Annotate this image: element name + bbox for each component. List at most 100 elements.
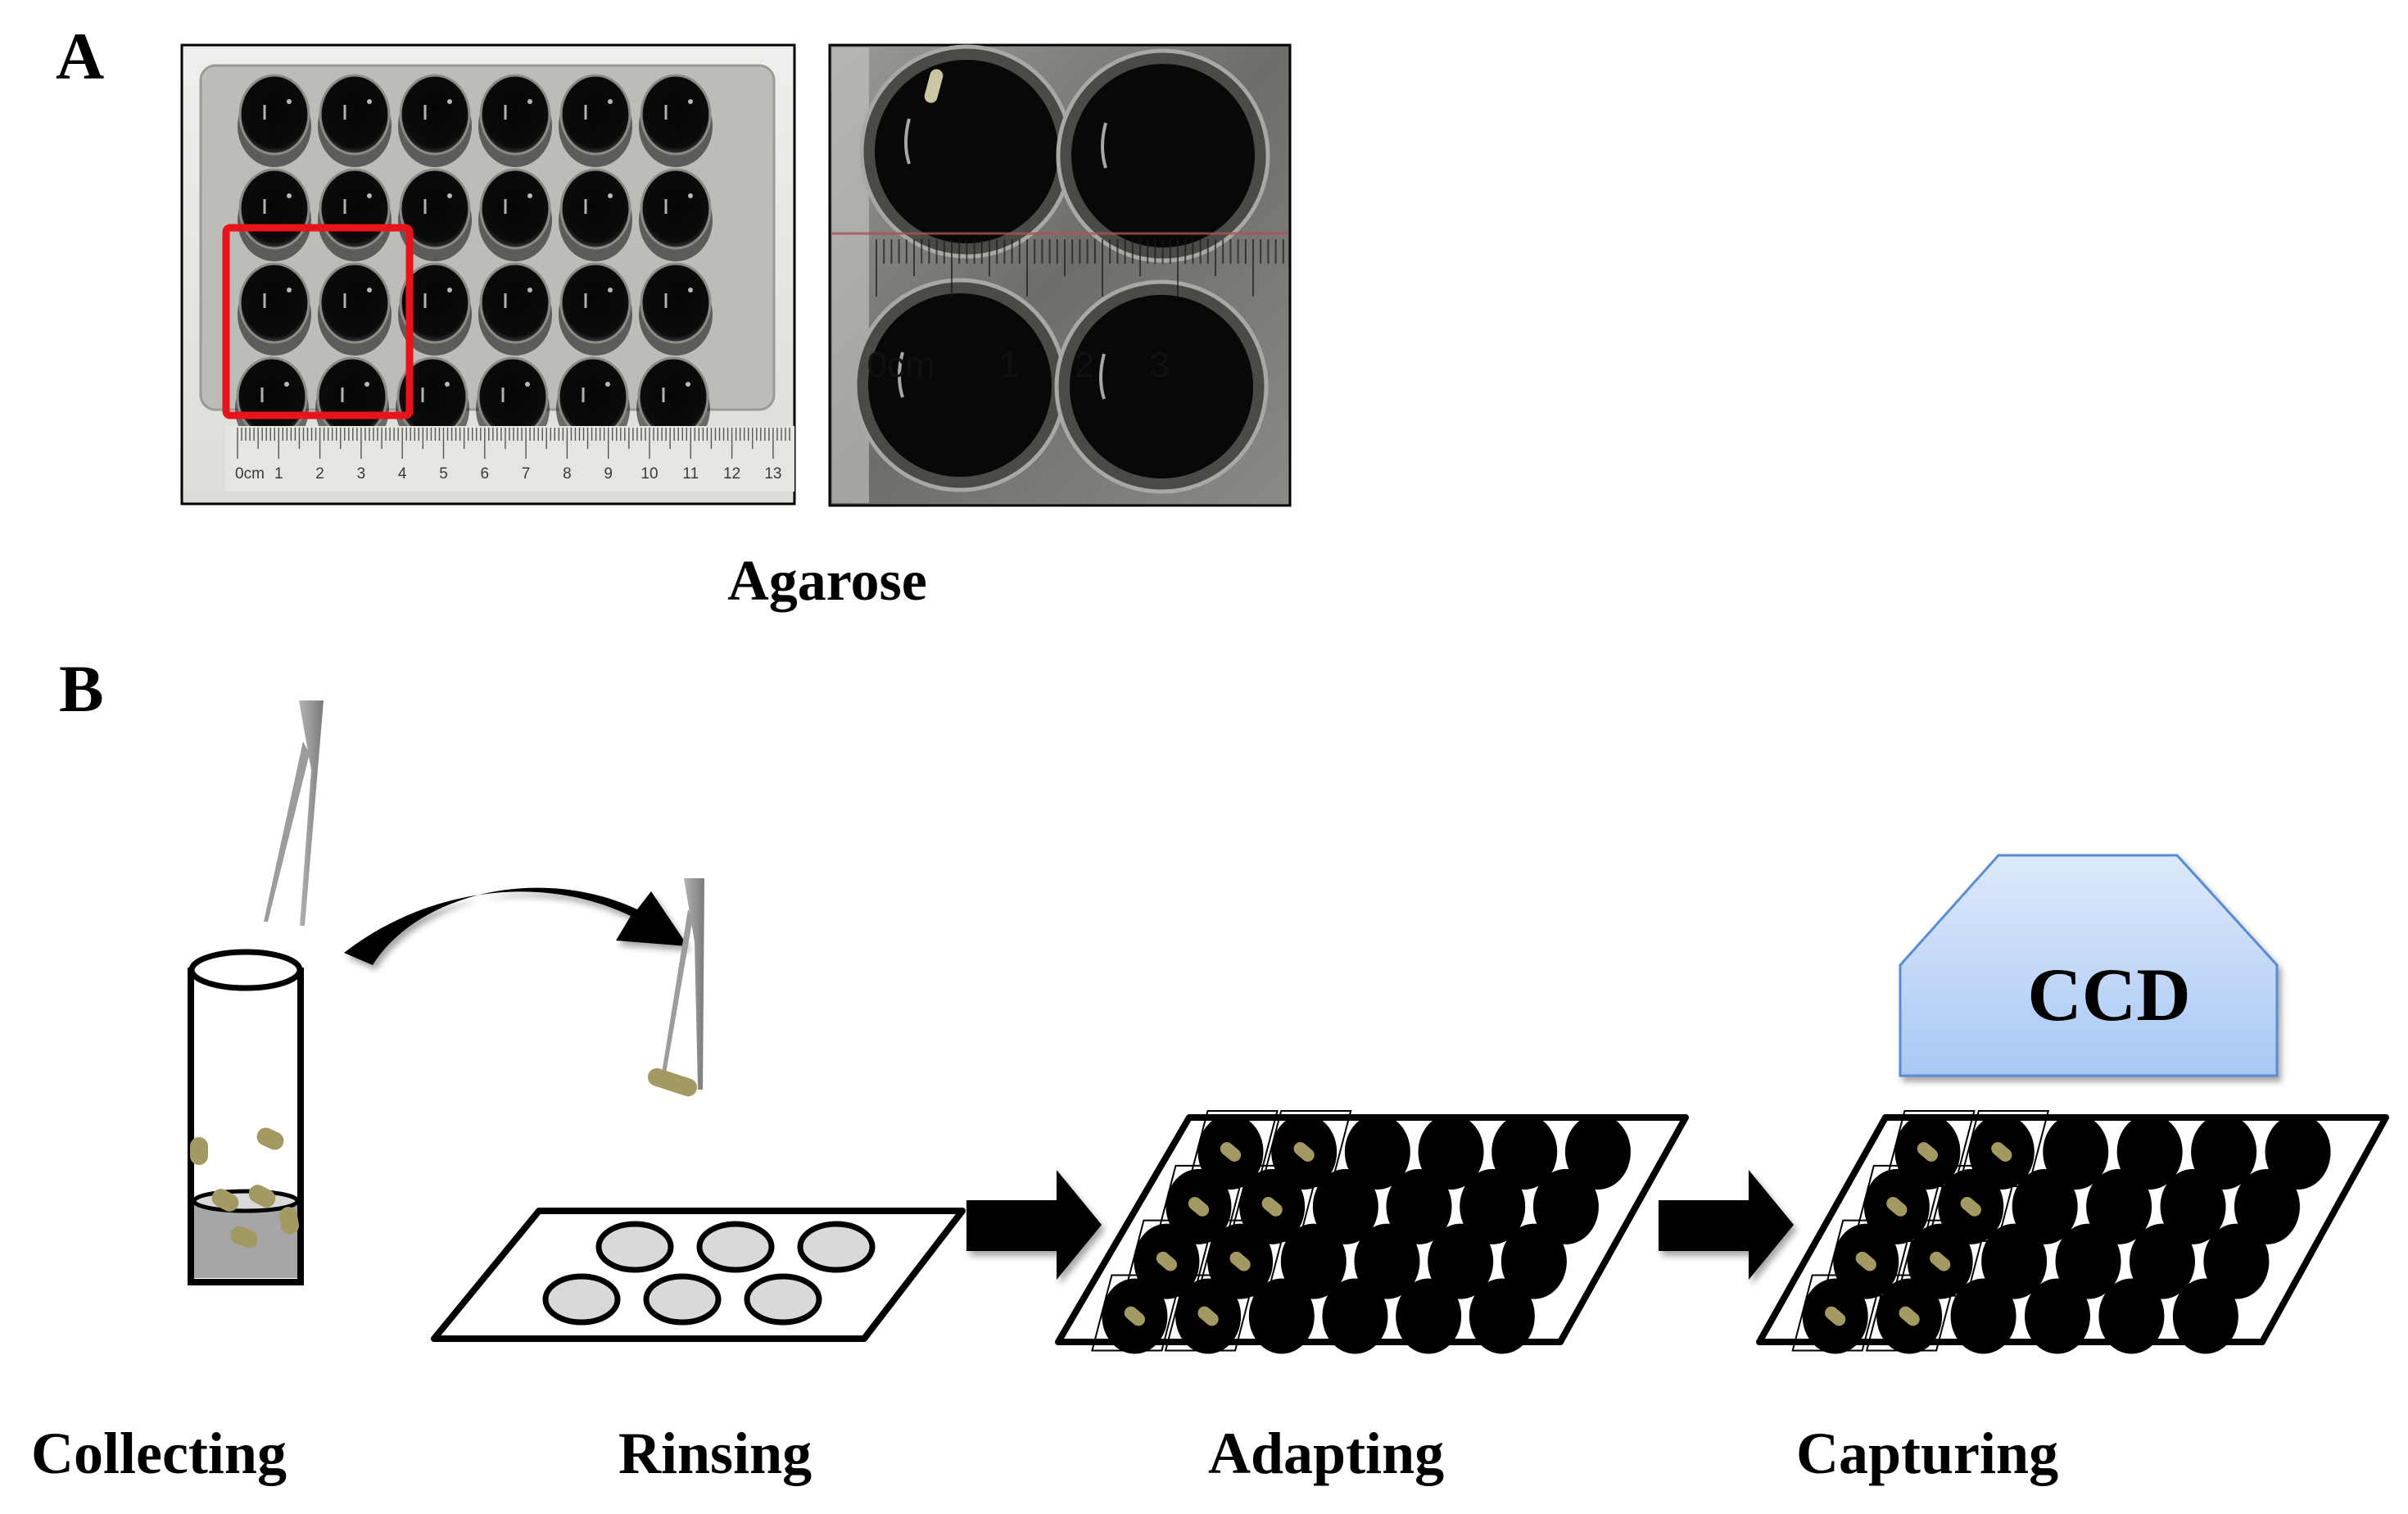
- ruler-tick-label: 1: [274, 465, 283, 483]
- ccd-camera-icon: CCD: [1899, 854, 2279, 1077]
- rinse-well: [696, 1221, 775, 1273]
- closeup-photo: 0cm 1 2 3: [828, 43, 1292, 507]
- plate-well: [2265, 1114, 2331, 1190]
- rinse-well: [542, 1273, 621, 1326]
- sample-piece: [1293, 1142, 1315, 1162]
- plate-well: [319, 262, 391, 344]
- sample-piece: [1124, 1306, 1145, 1326]
- agarose-caption: Agarose: [727, 550, 927, 613]
- plate-well: [238, 74, 310, 156]
- plate-well: [1981, 1223, 2048, 1299]
- plate-well: [2203, 1223, 2270, 1299]
- plate-well: [1354, 1223, 1420, 1299]
- sample-piece: [1917, 1142, 1938, 1162]
- step-label-adapting: Adapting: [1208, 1421, 1444, 1486]
- ruler-tick-label: 3: [1150, 345, 1170, 385]
- capturing-well-plate: [1756, 1110, 2389, 1354]
- step-label-collecting: Collecting: [31, 1421, 287, 1486]
- sample-piece: [256, 1127, 284, 1150]
- plate-well: [2160, 1168, 2226, 1244]
- step-label-capturing: Capturing: [1796, 1421, 2058, 1486]
- plate-well: [316, 356, 388, 438]
- plate-well: [399, 74, 471, 156]
- ruler-tick-label: 6: [481, 465, 490, 483]
- sample-piece: [1188, 1196, 1210, 1217]
- ruler-tick-label: 2: [1075, 345, 1094, 385]
- closeup-well: [1070, 295, 1253, 478]
- plate-well: [1396, 1278, 1462, 1354]
- sample-piece: [1855, 1251, 1876, 1271]
- plate-well: [1344, 1114, 1410, 1190]
- ruler-tick-label: 11: [682, 465, 699, 483]
- sample-piece: [1220, 1142, 1242, 1162]
- plate-well: [2055, 1223, 2121, 1299]
- sample-piece: [1960, 1196, 1981, 1217]
- plate-well: [1428, 1223, 1494, 1299]
- plate-well: [1469, 1278, 1535, 1354]
- step-label-rinsing: Rinsing: [618, 1421, 812, 1486]
- panel-b-label: B: [59, 651, 104, 726]
- transfer-arrow-icon: [344, 887, 688, 965]
- plate-well: [1460, 1168, 1526, 1244]
- rinse-well: [643, 1273, 722, 1326]
- rinse-well: [744, 1273, 822, 1326]
- sample-piece: [1197, 1306, 1219, 1326]
- plate-well: [637, 356, 709, 438]
- sample-piece: [278, 1207, 300, 1235]
- plate-well: [640, 74, 712, 156]
- arrow-right-icon: [966, 1170, 1102, 1280]
- plate-well: [319, 74, 391, 156]
- ruler-tick-label: 1: [999, 345, 1019, 385]
- plate-well: [559, 74, 631, 156]
- ruler-tick-label: 2: [315, 465, 324, 483]
- ruler-tick-label: 3: [357, 465, 366, 483]
- plate-well: [1564, 1114, 1631, 1190]
- plate-well: [399, 262, 471, 344]
- plate-well: [557, 356, 629, 438]
- plate-well: [640, 168, 712, 250]
- sample-piece: [1930, 1251, 1951, 1271]
- ruler-tick-label: 4: [398, 465, 407, 483]
- adapting-well-plate: [1055, 1110, 1689, 1354]
- plate-well: [2024, 1278, 2090, 1354]
- sample-piece: [1156, 1251, 1178, 1271]
- ruler-tick-label: 0cm: [235, 465, 265, 483]
- plate-well: [2086, 1168, 2152, 1244]
- sample-piece: [1825, 1306, 1846, 1326]
- ruler-tick-label: 8: [563, 465, 572, 483]
- plate-well: [238, 262, 310, 344]
- plate-well: [1491, 1114, 1558, 1190]
- plate-well: [1500, 1223, 1567, 1299]
- ruler-tick-label: 13: [764, 465, 781, 483]
- sample-piece: [1991, 1142, 2012, 1162]
- plate-well: [559, 262, 631, 344]
- rinse-well: [595, 1221, 674, 1273]
- plate-well: [2012, 1168, 2078, 1244]
- ccd-label: CCD: [2027, 953, 2190, 1036]
- plate-well: [1950, 1278, 2016, 1354]
- sample-piece: [1886, 1196, 1908, 1217]
- ruler-tick-label: 12: [723, 465, 740, 483]
- ruler-tick-label: 0cm: [867, 345, 935, 385]
- plate-well: [479, 168, 551, 250]
- plate-well: [2234, 1168, 2300, 1244]
- plate-well: [2043, 1114, 2109, 1190]
- plate-well: [1322, 1278, 1388, 1354]
- plate-well: [2098, 1278, 2165, 1354]
- plate-well: [2116, 1114, 2183, 1190]
- tweezers-icon: [264, 700, 324, 926]
- ruler-tick-label: 7: [522, 465, 531, 483]
- plate-well: [1312, 1168, 1378, 1244]
- rinse-well: [797, 1221, 876, 1273]
- closeup-well: [868, 293, 1052, 477]
- ruler-tick-label: 5: [439, 465, 448, 483]
- plate-well: [1418, 1114, 1484, 1190]
- test-tube-icon: [188, 949, 304, 1285]
- plate-well: [559, 168, 631, 250]
- plate-well: [479, 262, 551, 344]
- plate-well: [2191, 1114, 2257, 1190]
- tweezers-with-sample-icon: [647, 878, 704, 1097]
- sample-piece: [190, 1137, 208, 1165]
